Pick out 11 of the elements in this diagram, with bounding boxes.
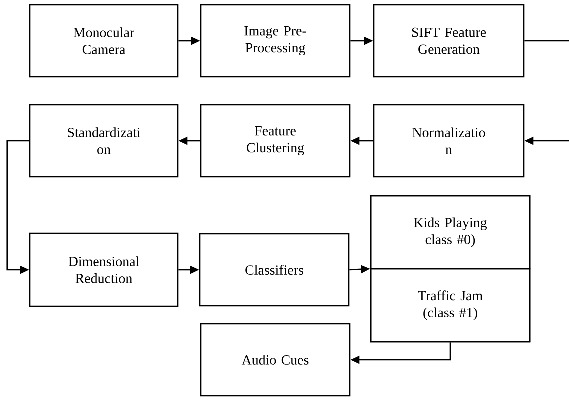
process-box: Image Pre-Processing [200,4,351,78]
process-box: Normalizatio n [373,104,525,178]
process-box: SIFT Feature Generation [373,4,525,78]
process-box: Classifiers [199,233,350,307]
class-box: Traffic Jam (class #1) [370,268,531,343]
process-box: Feature Clustering [200,104,351,178]
class-box: Kids Playing class #0) [370,195,531,270]
process-box: Monocular Camera [29,4,179,78]
process-box: Standardizati on [29,104,179,178]
process-box: Dimensional Reduction [29,232,179,308]
process-box: Audio Cues [200,323,351,397]
